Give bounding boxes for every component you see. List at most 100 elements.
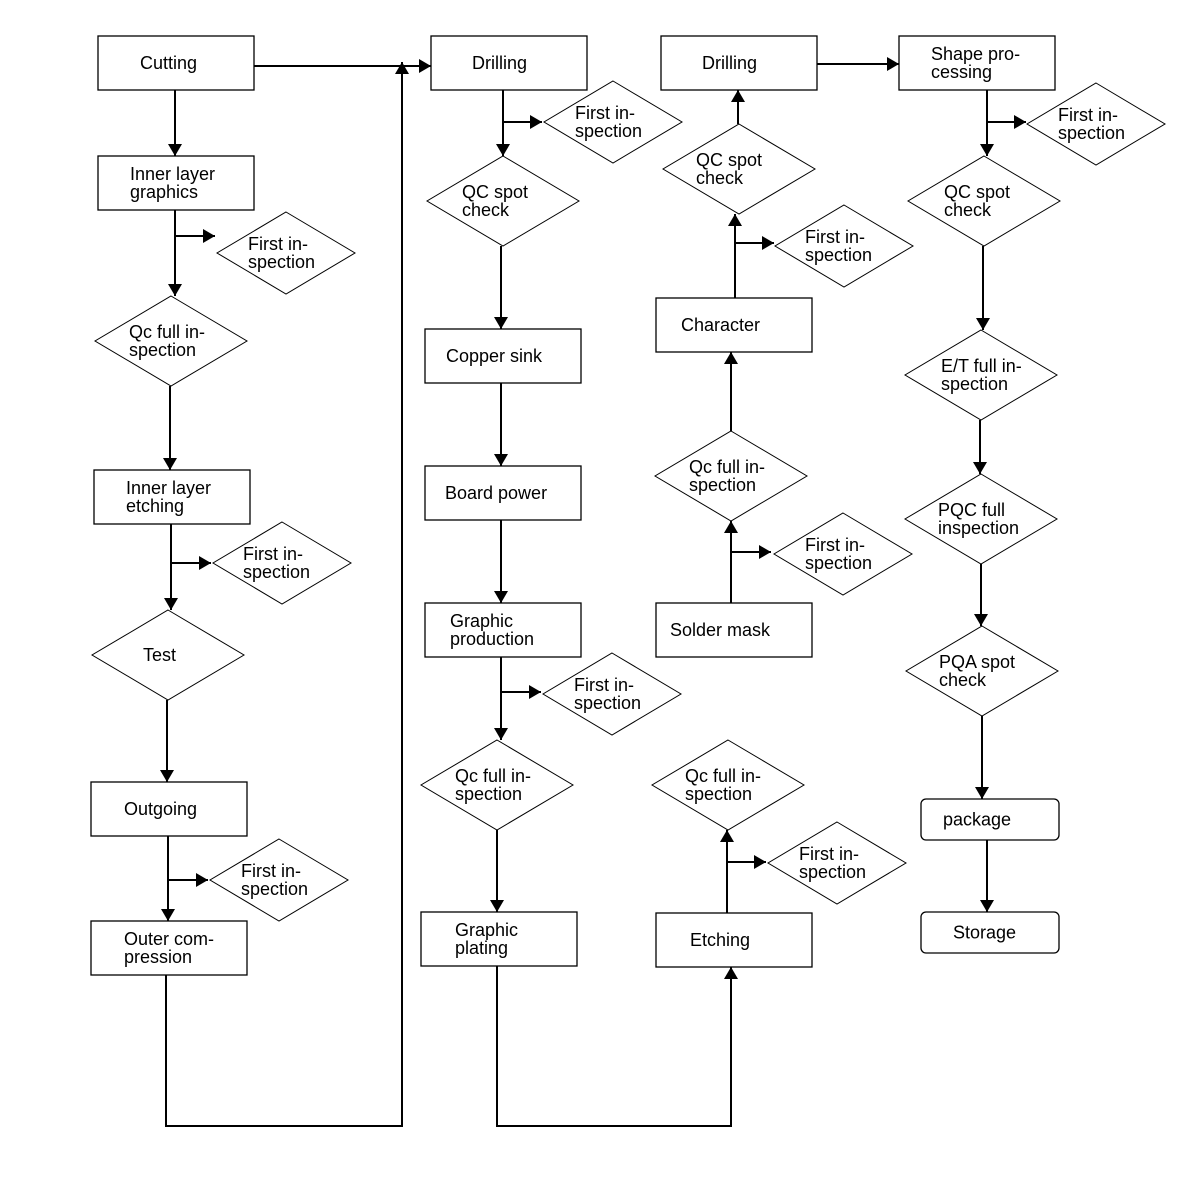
node-label: inspection	[938, 518, 1019, 538]
arrowhead	[494, 728, 508, 740]
node-label: spection	[243, 562, 310, 582]
node-label: spection	[455, 784, 522, 804]
terminal-box	[920, 911, 1060, 954]
node-label: spection	[248, 252, 315, 272]
arrowhead	[496, 144, 510, 156]
arrowhead	[980, 144, 994, 156]
node-test: Test	[91, 609, 245, 701]
decision-diamond	[907, 155, 1061, 247]
node-label: spection	[129, 340, 196, 360]
node-drilling-2: Drilling	[660, 35, 818, 91]
node-board-power: Board power	[424, 465, 582, 521]
arrowhead	[762, 236, 774, 250]
node-label: spection	[689, 475, 756, 495]
process-box	[97, 35, 255, 91]
node-label: Graphic	[450, 611, 513, 631]
node-label: Cutting	[140, 53, 197, 73]
node-qc-full-2: Qc full in-spection	[420, 739, 574, 831]
arrowhead	[199, 556, 211, 570]
arrowhead	[887, 57, 899, 71]
node-label: check	[462, 200, 510, 220]
node-label: production	[450, 629, 534, 649]
process-box	[424, 328, 582, 384]
node-label: Drilling	[702, 53, 757, 73]
terminal-box	[920, 798, 1060, 841]
node-label: First in-	[241, 861, 301, 881]
node-et-full: E/T full in-spection	[904, 329, 1058, 421]
node-label: First in-	[799, 844, 859, 864]
decision-diamond	[420, 739, 574, 831]
node-first-insp-2: First in-spection	[212, 521, 352, 605]
node-qc-full-3: Qc full in-spection	[651, 739, 805, 831]
node-label: cessing	[931, 62, 992, 82]
node-storage: Storage	[920, 911, 1060, 954]
node-label: PQC full	[938, 500, 1005, 520]
node-label: First in-	[1058, 105, 1118, 125]
arrowhead	[728, 214, 742, 226]
connector-line	[496, 966, 732, 1127]
node-label: Inner layer	[126, 478, 211, 498]
node-first-insp-6: First in-spection	[767, 821, 907, 905]
node-label: First in-	[243, 544, 303, 564]
node-label: Storage	[953, 923, 1016, 943]
process-box	[97, 155, 255, 211]
node-label: QC spot	[696, 150, 762, 170]
arrowhead	[168, 144, 182, 156]
node-label: Solder mask	[670, 620, 771, 640]
connector-line	[165, 62, 403, 1127]
node-label: First in-	[574, 675, 634, 695]
node-label: Qc full in-	[455, 766, 531, 786]
node-label: PQA spot	[939, 652, 1015, 672]
arrowhead	[724, 521, 738, 533]
node-first-insp-8: First in-spection	[774, 204, 914, 288]
node-label: Inner layer	[130, 164, 215, 184]
node-label: spection	[805, 553, 872, 573]
process-box	[898, 35, 1056, 91]
decision-diamond	[91, 609, 245, 701]
node-label: spection	[241, 879, 308, 899]
arrowhead	[724, 967, 738, 979]
node-first-insp-7: First in-spection	[773, 512, 913, 596]
arrowhead	[980, 900, 994, 912]
node-label: Etching	[690, 930, 750, 950]
arrowhead	[494, 591, 508, 603]
decision-diamond	[654, 430, 808, 522]
decision-diamond	[542, 652, 682, 736]
node-character: Character	[655, 297, 813, 353]
node-solder-mask: Solder mask	[655, 602, 813, 658]
arrowhead	[419, 59, 431, 73]
arrowhead	[1014, 115, 1026, 129]
node-label: spection	[574, 693, 641, 713]
node-label: E/T full in-	[941, 356, 1022, 376]
node-label: Outer com-	[124, 929, 214, 949]
node-drilling-1: Drilling	[430, 35, 588, 91]
node-label: check	[696, 168, 744, 188]
process-box	[655, 912, 813, 968]
node-label: Shape pro-	[931, 44, 1020, 64]
node-label: Board power	[445, 483, 547, 503]
arrowhead	[196, 873, 208, 887]
node-label: spection	[1058, 123, 1125, 143]
node-first-insp-3: First in-spection	[209, 838, 349, 922]
node-package: package	[920, 798, 1060, 841]
node-label: spection	[575, 121, 642, 141]
node-copper-sink: Copper sink	[424, 328, 582, 384]
arrowhead	[530, 115, 542, 129]
node-label: First in-	[248, 234, 308, 254]
process-box	[424, 465, 582, 521]
node-label: First in-	[805, 535, 865, 555]
node-cutting: Cutting	[97, 35, 255, 91]
node-label: plating	[455, 938, 508, 958]
decision-diamond	[904, 329, 1058, 421]
node-label: graphics	[130, 182, 198, 202]
arrowhead	[168, 284, 182, 296]
node-label: Graphic	[455, 920, 518, 940]
node-label: Qc full in-	[689, 457, 765, 477]
node-label: Qc full in-	[685, 766, 761, 786]
